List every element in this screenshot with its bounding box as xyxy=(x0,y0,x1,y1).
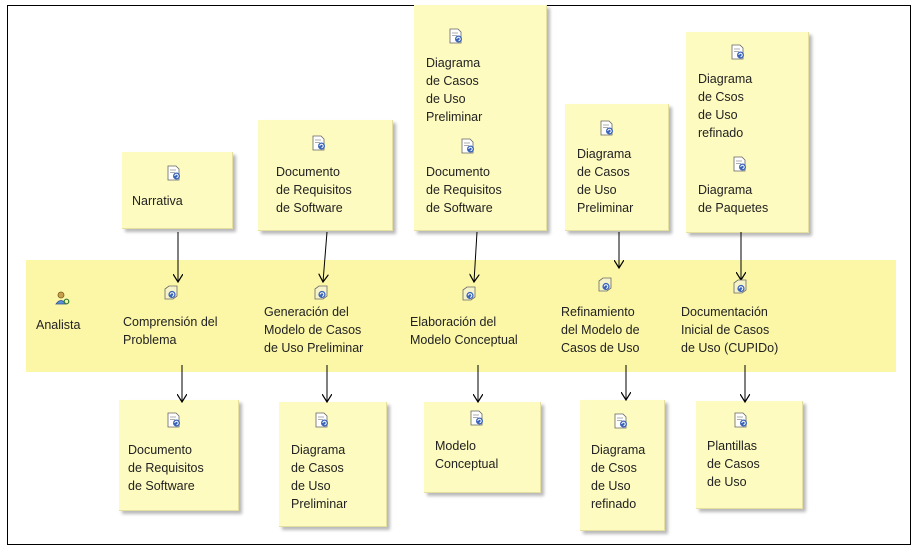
analista-swimlane xyxy=(26,260,896,372)
artifact-diagrama-preliminar-refinamiento-note[interactable] xyxy=(565,104,669,231)
activity-refinamiento-label: Refinamiento del Modelo de Casos de Uso xyxy=(561,305,640,355)
narrativa-document-icon xyxy=(167,165,180,181)
activity-generacion-icon xyxy=(314,285,328,300)
narrativa-label: Narrativa xyxy=(132,194,183,208)
modelo-conceptual-icon xyxy=(470,410,483,426)
diagrama-refinado-output-icon xyxy=(614,413,627,429)
artifact-diagrama-preliminar-output-note[interactable] xyxy=(279,402,387,527)
activity-comprension-label: Comprensión del Problema xyxy=(123,315,218,347)
documento-requisitos-input-icon xyxy=(312,135,325,151)
documento-requisitos-output-icon xyxy=(167,412,180,428)
artifact-diagrama-refinado-output-note[interactable] xyxy=(580,400,665,531)
diagrama-preliminar-input-label: Diagrama de Casos de Uso Preliminar xyxy=(426,56,483,124)
diagrama-preliminar-input-icon xyxy=(449,28,462,44)
diagrama-refinado-output-label: Diagrama de Csos de Uso refinado xyxy=(591,443,646,511)
role-analista-label: Analista xyxy=(36,318,81,332)
activity-refinamiento-icon xyxy=(598,277,612,292)
artifact-modelo-conceptual-note[interactable] xyxy=(424,402,541,493)
diagrama-preliminar-refinamiento-label: Diagrama de Casos de Uso Preliminar xyxy=(577,147,634,215)
activity-elaboracion-icon xyxy=(462,286,476,301)
role-analista-icon xyxy=(55,291,70,305)
activity-elaboracion-label: Elaboración del Modelo Conceptual xyxy=(410,315,518,347)
diagrama-preliminar-refinamiento-icon xyxy=(600,120,613,136)
diagrama-preliminar-output-label: Diagrama de Casos de Uso Preliminar xyxy=(291,443,348,511)
diagrama-paquetes-label: Diagrama de Paquetes xyxy=(698,183,769,215)
artifact-narrativa-note[interactable] xyxy=(122,152,233,229)
documento-requisitos-second-input-icon xyxy=(461,138,474,154)
artifact-diagrama-preliminar-input-note[interactable] xyxy=(414,5,547,231)
diagrama-paquetes-icon xyxy=(733,156,746,172)
documento-requisitos-output-label: Documento de Requisitos de Software xyxy=(128,443,204,493)
activity-documentacion-label: Documentación Inicial de Casos de Uso (C… xyxy=(681,305,779,355)
artifact-documento-requisitos-input-note[interactable] xyxy=(258,120,393,231)
modelo-conceptual-label: Modelo Conceptual xyxy=(435,439,499,471)
activity-generacion-label: Generación del Modelo de Casos de Uso Pr… xyxy=(264,305,364,355)
diagrama-refinado-input-label: Diagrama de Csos de Uso refinado xyxy=(698,72,753,140)
artifact-plantillas-note[interactable] xyxy=(696,401,803,509)
plantillas-icon xyxy=(734,412,747,428)
artifact-diagrama-refinado-paquetes-note[interactable] xyxy=(686,32,809,233)
activity-comprension-icon xyxy=(164,285,178,300)
documento-requisitos-second-input-label: Documento de Requisitos de Software xyxy=(426,165,502,215)
plantillas-label: Plantillas de Casos de Uso xyxy=(707,439,760,489)
diagrama-refinado-input-icon xyxy=(731,44,744,60)
documento-requisitos-input-label: Documento de Requisitos de Software xyxy=(276,165,352,215)
diagrama-preliminar-output-icon xyxy=(315,412,328,428)
activity-documentacion-icon xyxy=(733,279,747,294)
